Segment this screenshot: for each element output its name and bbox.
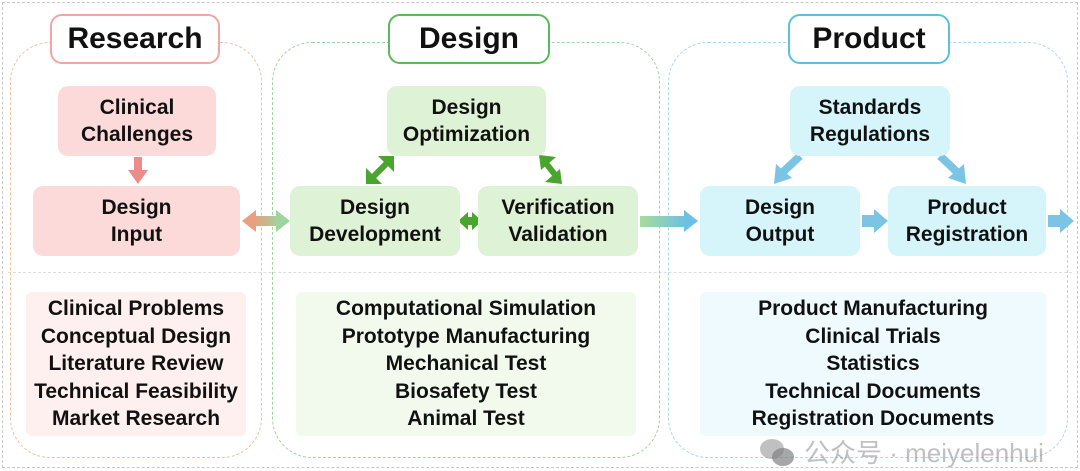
standards-regulations-box: Standards Regulations: [790, 86, 950, 156]
watermark: 公众号 · meiyelenhui: [760, 438, 1044, 468]
activity-item: Product Manufacturing: [758, 297, 988, 321]
design-activities: Computational Simulation Prototype Manuf…: [296, 292, 636, 436]
verification-validation-box: Verification Validation: [478, 186, 638, 256]
activity-item: Registration Documents: [751, 407, 995, 431]
arrow-standards-output: [774, 153, 803, 184]
activity-item: Clinical Problems: [47, 297, 225, 321]
product-registration-box: Product Registration: [888, 186, 1046, 256]
design-development-box: Design Development: [290, 186, 460, 256]
arrow-standards-registration: [937, 153, 966, 184]
design-input-box: Design Input: [33, 186, 240, 256]
design-output-box: Design Output: [700, 186, 860, 256]
product-title: Product: [788, 14, 950, 64]
arrow-registration-out: [1048, 209, 1074, 233]
activity-item: Animal Test: [407, 407, 525, 431]
divider-line: [8, 272, 1072, 273]
research-activities: Clinical Problems Conceptual Design Lite…: [26, 292, 246, 436]
clinical-challenges-box: Clinical Challenges: [58, 86, 216, 156]
design-optimization-box: Design Optimization: [387, 86, 546, 156]
activity-item: Technical Feasibility: [34, 379, 238, 403]
activity-item: Conceptual Design: [40, 324, 232, 348]
design-title: Design: [388, 14, 550, 64]
activity-item: Statistics: [826, 352, 920, 376]
watermark-text: 公众号 · meiyelenhui: [804, 438, 1044, 468]
arrow-output-registration: [862, 209, 888, 233]
arrow-input-development: [242, 210, 290, 232]
product-activities: Product Manufacturing Clinical Trials St…: [700, 292, 1046, 436]
arrow-dev-optimization: [366, 156, 394, 184]
wechat-icon: [760, 439, 796, 467]
activity-item: Mechanical Test: [385, 352, 547, 376]
activity-item: Computational Simulation: [335, 297, 597, 321]
activity-item: Clinical Trials: [805, 324, 941, 348]
arrow-dev-verification: [458, 212, 482, 230]
activity-item: Literature Review: [48, 352, 224, 376]
activity-item: Prototype Manufacturing: [341, 324, 591, 348]
arrow-verification-optimization: [539, 155, 562, 184]
arrow-verification-output: [640, 210, 698, 232]
activity-item: Biosafety Test: [395, 379, 537, 403]
research-title: Research: [50, 14, 220, 64]
activity-item: Market Research: [51, 407, 221, 431]
activity-item: Technical Documents: [765, 379, 981, 403]
arrow-challenges-to-input: [128, 157, 148, 184]
